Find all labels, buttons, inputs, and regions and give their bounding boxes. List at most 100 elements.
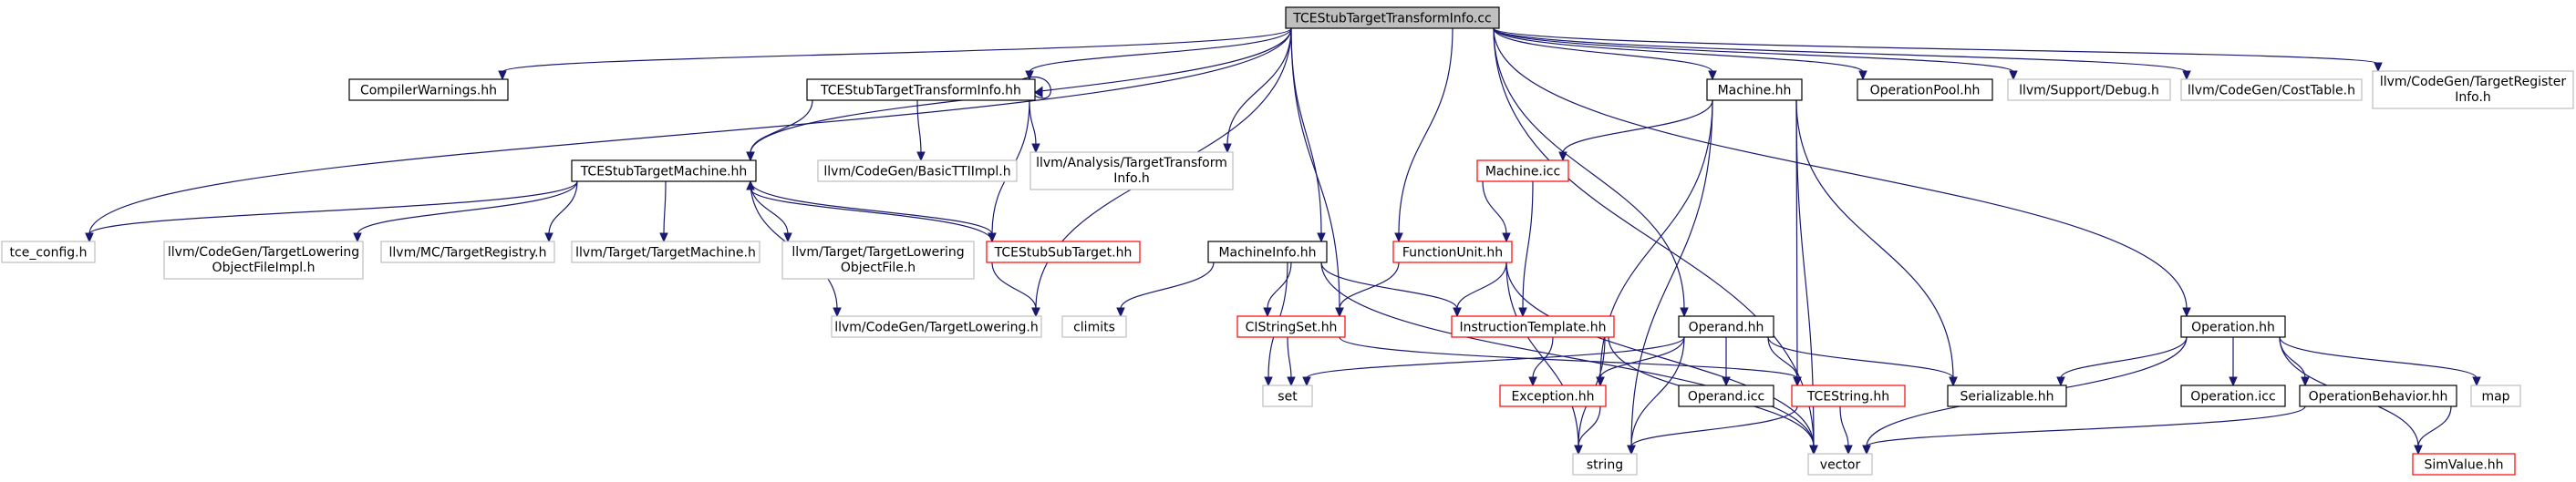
edge-cistringset-to-set [1287, 336, 1296, 387]
node-box [2372, 70, 2574, 109]
node-target-registry[interactable]: llvm/MC/TargetRegistry.h [380, 241, 555, 263]
node-label: Exception.hh [1511, 390, 1594, 405]
node-box [1029, 151, 1234, 190]
node-vector[interactable]: vector [1807, 453, 1873, 476]
edge-root-to-debug [1493, 27, 2018, 81]
node-box [1236, 315, 1346, 338]
node-box [1947, 385, 2067, 407]
node-box [571, 241, 760, 263]
node-label: TCEStubTargetTransformInfo.hh [820, 84, 1021, 98]
node-box [1678, 385, 1774, 407]
node-instr-template[interactable]: InstructionTemplate.hh [1451, 315, 1615, 338]
node-label: Operation.icc [2190, 390, 2275, 405]
node-climits[interactable]: climits [1061, 315, 1127, 338]
node-label: Info.h [2455, 90, 2491, 105]
node-box [1, 241, 96, 263]
node-analysis-tti[interactable]: llvm/Analysis/TargetTransformInfo.h [1029, 151, 1234, 190]
edge-functionunit-to-cistringset [1335, 262, 1400, 318]
node-string[interactable]: string [1572, 453, 1638, 476]
node-tcestring[interactable]: TCEString.hh [1791, 385, 1906, 407]
edge-tti-hh-to-analysis-tti [1029, 99, 1040, 154]
node-operand-icc[interactable]: Operand.icc [1678, 385, 1774, 407]
node-opbehavior[interactable]: OperationBehavior.hh [2299, 385, 2457, 407]
edge-root-to-operand-hh [1493, 27, 1689, 318]
edge-root-to-target-reg-info [1493, 27, 2383, 73]
node-target-lowering[interactable]: llvm/CodeGen/TargetLowering.h [831, 315, 1042, 338]
edge-root-to-machine-hh [1493, 27, 1717, 81]
edge-operation-hh-to-map [2279, 336, 2481, 387]
node-label: llvm/Analysis/TargetTransform [1036, 156, 1227, 170]
node-set[interactable]: set [1262, 385, 1313, 407]
node-operation-icc[interactable]: Operation.icc [2180, 385, 2286, 407]
edge-operand-hh-to-exception [1596, 336, 1685, 387]
node-compilerwarnings[interactable]: CompilerWarnings.hh [348, 78, 509, 101]
node-basictti[interactable]: llvm/CodeGen/BasicTTIImpl.h [817, 159, 1018, 182]
node-label: Operation.hh [2191, 321, 2275, 335]
node-root[interactable]: TCEStubTargetTransformInfo.cc [1285, 6, 1500, 29]
node-machineinfo[interactable]: MachineInfo.hh [1207, 241, 1328, 263]
node-box [1706, 78, 1803, 101]
node-box [1392, 241, 1513, 263]
edge-root-to-operation-hh [1493, 27, 2191, 318]
node-debug[interactable]: llvm/Support/Debug.h [2007, 78, 2171, 101]
edge-root-to-compilerwarnings [498, 27, 1292, 81]
node-label: SimValue.hh [2424, 458, 2503, 473]
node-operationpool[interactable]: OperationPool.hh [1857, 78, 1993, 101]
node-box [1791, 385, 1906, 407]
node-box [1678, 315, 1774, 338]
node-machine-hh[interactable]: Machine.hh [1706, 78, 1803, 101]
node-cistringset[interactable]: CIStringSet.hh [1236, 315, 1346, 338]
edge-cistringset-to-tcestring [1339, 336, 1802, 387]
node-box [1451, 315, 1615, 338]
node-label: MachineInfo.hh [1218, 246, 1316, 261]
node-box [163, 241, 364, 280]
node-box [986, 241, 1141, 263]
node-map[interactable]: map [2470, 385, 2521, 407]
node-functionunit[interactable]: FunctionUnit.hh [1392, 241, 1513, 263]
node-box [2180, 315, 2286, 338]
edge-operation-hh-to-serializable [2056, 336, 2188, 387]
node-label: CIStringSet.hh [1246, 321, 1338, 335]
node-label: climits [1073, 321, 1115, 335]
node-serializable[interactable]: Serializable.hh [1947, 385, 2067, 407]
node-machine-icc[interactable]: Machine.icc [1476, 159, 1569, 182]
node-simvalue[interactable]: SimValue.hh [2412, 453, 2516, 476]
node-label: llvm/CodeGen/CostTable.h [2188, 84, 2355, 98]
node-label: string [1587, 458, 1623, 473]
edge-tcestring-to-string [1627, 405, 1798, 456]
edge-operand-hh-to-operand-icc [1722, 337, 1731, 387]
node-costtable[interactable]: llvm/CodeGen/CostTable.h [2180, 78, 2363, 101]
edge-stub-machine-to-target-machine [659, 180, 668, 243]
node-label: Serializable.hh [1960, 390, 2054, 405]
node-operation-hh[interactable]: Operation.hh [2180, 315, 2286, 338]
node-label: Info.h [1113, 171, 1150, 186]
node-stub-machine[interactable]: TCEStubTargetMachine.hh [571, 159, 757, 182]
node-label: Machine.icc [1485, 165, 1560, 179]
node-stub-subtarget[interactable]: TCEStubSubTarget.hh [986, 241, 1141, 263]
edge-root-to-functionunit [1394, 27, 1454, 243]
node-tlof-impl[interactable]: llvm/CodeGen/TargetLoweringObjectFileImp… [163, 241, 364, 280]
node-exception[interactable]: Exception.hh [1499, 385, 1607, 407]
node-label: TCEStubTargetMachine.hh [580, 165, 748, 179]
edge-root-to-tce-config [85, 27, 1292, 243]
node-label: Operand.hh [1689, 321, 1764, 335]
edge-opbehavior-to-vector [1862, 405, 2306, 456]
node-label: tce_config.h [10, 246, 88, 261]
node-label: llvm/Support/Debug.h [2019, 84, 2159, 98]
node-label: llvm/CodeGen/BasicTTIImpl.h [823, 165, 1010, 179]
node-label: FunctionUnit.hh [1402, 246, 1503, 261]
node-box [1499, 385, 1607, 407]
node-tti-hh[interactable]: TCEStubTargetTransformInfo.hh [806, 78, 1036, 101]
node-tce-config[interactable]: tce_config.h [1, 241, 96, 263]
edge-opbehavior-to-simvalue [2414, 405, 2452, 456]
edge-operation-hh-to-opbehavior [2279, 336, 2310, 387]
node-target-machine[interactable]: llvm/Target/TargetMachine.h [571, 241, 760, 263]
node-operand-hh[interactable]: Operand.hh [1678, 315, 1774, 338]
node-box [1207, 241, 1328, 263]
node-box [817, 159, 1018, 182]
node-label: map [2481, 390, 2509, 405]
node-label: llvm/CodeGen/TargetLowering [168, 245, 359, 260]
